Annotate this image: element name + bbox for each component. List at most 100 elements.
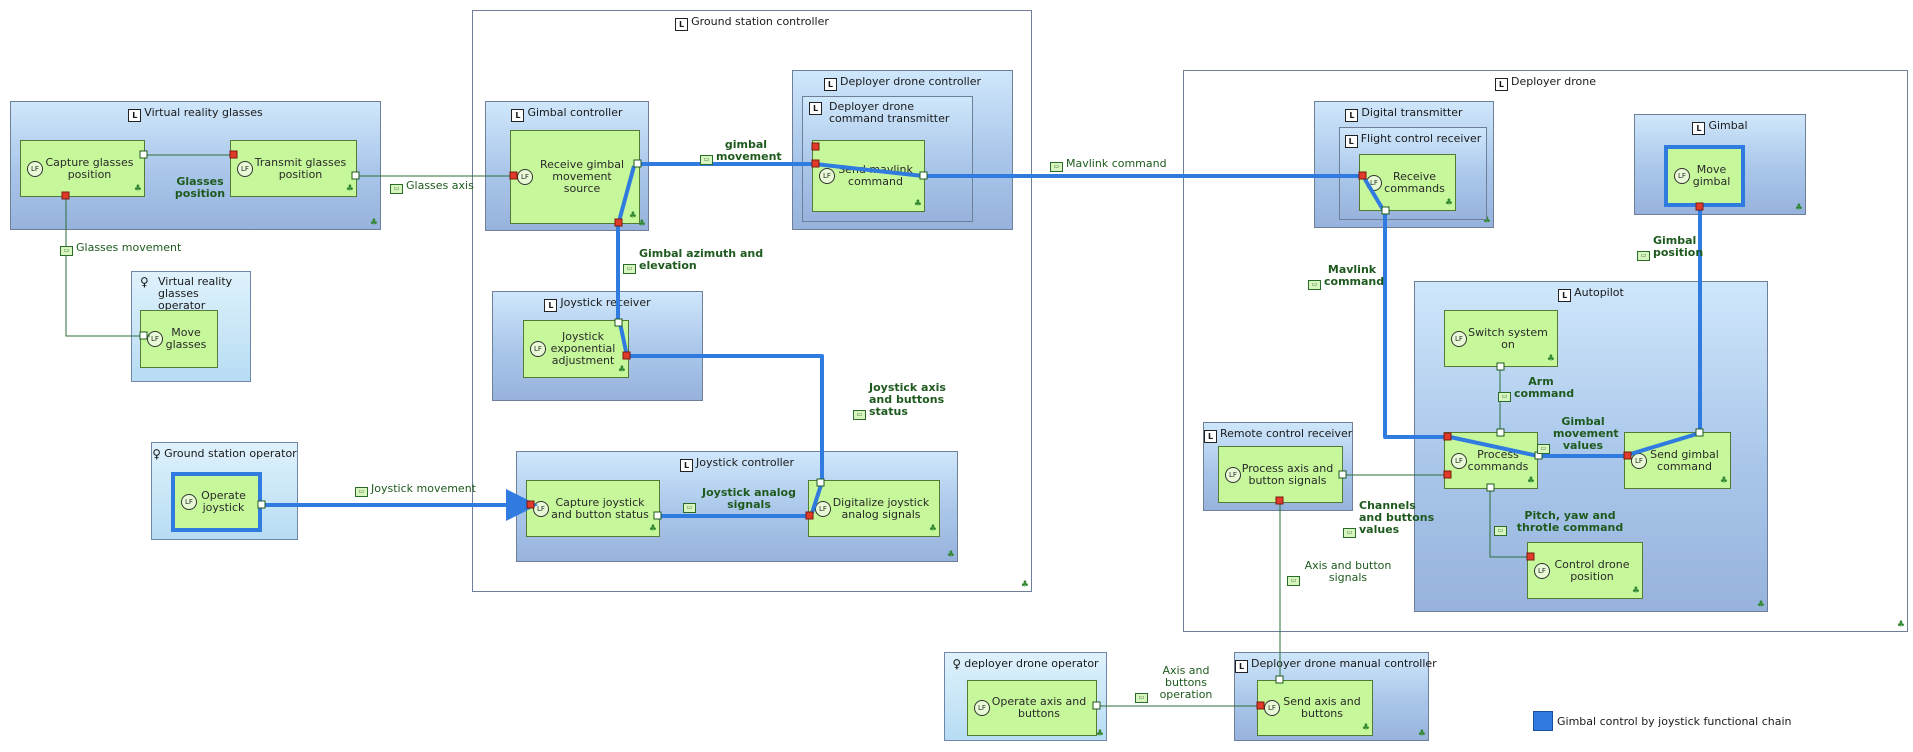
function-corner-icon: ♣ <box>913 199 922 209</box>
digitalize-joystick-signals-function[interactable]: LF Digitalize joystick analog signals ♣ <box>808 480 940 537</box>
gimbal-title: Gimbal <box>1708 119 1748 132</box>
function-corner-icon: ♣ <box>1631 586 1640 596</box>
component-icon: L <box>1494 78 1508 91</box>
functional-chain-icon <box>1533 711 1553 731</box>
logical-function-icon: LF <box>1674 168 1690 184</box>
logical-function-icon: LF <box>181 494 197 510</box>
receive-gimbal-movement-function[interactable]: LF Receive gimbal movement source ♣ <box>510 130 640 224</box>
functional-exchange-icon: ▭ <box>60 246 73 256</box>
component-icon: L <box>1344 135 1358 148</box>
process-axis-signals-function[interactable]: LF Process axis and button signals <box>1218 446 1343 503</box>
move-gimbal-function[interactable]: LF Move gimbal <box>1664 145 1745 207</box>
channels-label[interactable]: ▭Channels and buttons values <box>1343 500 1439 538</box>
logical-function-icon: LF <box>974 700 990 716</box>
joystick-movement-label[interactable]: ▭Joystick movement <box>355 483 476 497</box>
actor-icon: ♀ <box>140 275 149 289</box>
component-icon: L <box>675 18 689 31</box>
move-glasses-function[interactable]: LF Move glasses <box>140 310 218 368</box>
remote-control-receiver-title: Remote control receiver <box>1220 427 1353 440</box>
mavlink-command2-label[interactable]: ▭Mavlink command <box>1308 264 1384 290</box>
gimbal-azimuth-label[interactable]: ▭Gimbal azimuth and elevation <box>623 248 769 274</box>
mavlink-command2-chain <box>1383 213 1539 458</box>
joystick-analog-label[interactable]: ▭Joystick analog signals <box>683 487 799 513</box>
mavlink-command-chain <box>923 174 1387 215</box>
deployer-drone-title: Deployer drone <box>1510 75 1597 88</box>
functional-exchange-icon: ▭ <box>390 184 403 194</box>
glasses-axis-label[interactable]: ▭Glasses axis <box>390 180 474 194</box>
gimbal-position-label[interactable]: ▭Gimbal position <box>1637 235 1703 261</box>
capture-joystick-status-function[interactable]: LF Capture joystick and button status ♣ <box>526 480 660 537</box>
logical-function-icon: LF <box>27 160 43 177</box>
diagram-corner-icon: ♣ <box>1896 620 1905 630</box>
gimbal-controller-title: Gimbal controller <box>527 106 623 119</box>
transmit-glasses-position-function[interactable]: LF Transmit glasses position ♣ <box>230 140 357 197</box>
glasses-position-label[interactable]: ▭Glasses position <box>174 175 226 200</box>
joystick-controller-title: Joystick controller <box>696 456 794 469</box>
vr-glasses-operator-title: Virtual reality glasses operator <box>158 275 233 312</box>
function-corner-icon: ♣ <box>648 524 657 534</box>
functional-chain-legend-label: Gimbal control by joystick functional ch… <box>1557 714 1792 728</box>
component-icon: L <box>1204 430 1217 443</box>
logical-function-icon: LF <box>237 160 253 177</box>
pitch-command-wire <box>1489 489 1527 558</box>
functional-exchange-icon: ▭ <box>1637 251 1650 261</box>
deployer-command-transmitter-title: Deployer drone command transmitter <box>829 100 950 125</box>
component-icon: L <box>511 109 525 122</box>
function-corner-icon: ♣ <box>1546 354 1555 364</box>
axis-signals-label[interactable]: ▭Axis and button signals <box>1287 560 1393 586</box>
function-corner-icon: ♣ <box>345 184 354 194</box>
operate-axis-buttons-function[interactable]: LF Operate axis and buttons <box>967 680 1097 736</box>
deployer-drone-operator-title: deployer drone operator <box>964 657 1099 670</box>
functional-exchange-icon: ▭ <box>1498 392 1511 402</box>
logical-function-icon: LF <box>1631 452 1647 469</box>
function-corner-icon: ♣ <box>1526 476 1535 486</box>
functional-exchange-icon: ▭ <box>1287 576 1300 586</box>
vr-glasses-title: Virtual reality glasses <box>144 106 263 119</box>
receive-commands-function[interactable]: LF Receive commands ♣ <box>1359 154 1456 211</box>
joystick-receiver-title: Joystick receiver <box>560 296 651 309</box>
logical-function-icon: LF <box>819 168 835 184</box>
actor-icon: ♀ <box>152 447 162 461</box>
functional-exchange-icon: ▭ <box>700 155 713 165</box>
gimbal-movement-values-label[interactable]: ▭Gimbal movement values <box>1537 416 1619 454</box>
capture-glasses-position-function[interactable]: LF Capture glasses position ♣ <box>20 140 145 197</box>
axis-operation-label[interactable]: ▭Axis and buttons operation <box>1135 665 1221 703</box>
gimbal-movement-label[interactable]: ▭gimbal movement <box>700 139 782 165</box>
function-corner-icon: ♣ <box>928 524 937 534</box>
component-corner-icon: ♣ <box>1482 216 1491 226</box>
control-drone-position-function[interactable]: LF Control drone position ♣ <box>1527 542 1643 599</box>
functional-exchange-icon: ▭ <box>1135 693 1148 703</box>
component-icon: L <box>1558 289 1572 302</box>
functional-exchange-icon: ▭ <box>623 264 636 274</box>
joystick-exponential-adjustment-function[interactable]: LF Joystick exponential adjustment ♣ <box>523 320 629 378</box>
logical-function-icon: LF <box>1534 562 1550 579</box>
component-icon: L <box>1692 122 1706 135</box>
functional-exchange-icon: ▭ <box>853 410 866 420</box>
send-gimbal-command-function[interactable]: LF Send gimbal command ♣ <box>1624 432 1731 489</box>
component-icon: L <box>544 299 558 312</box>
functional-exchange-icon: ▭ <box>1494 526 1507 536</box>
actor-corner-icon: ♣ <box>1095 729 1104 739</box>
component-icon: L <box>809 102 822 115</box>
function-corner-icon: ♣ <box>1361 723 1370 733</box>
ground-station-controller-title: Ground station controller <box>691 15 829 28</box>
diagram-corner-icon: ♣ <box>1020 580 1029 590</box>
functional-chain-legend[interactable]: Gimbal control by joystick functional ch… <box>1533 710 1792 732</box>
component-icon: L <box>1345 109 1359 122</box>
glasses-movement-label[interactable]: ▭Glasses movement <box>60 242 181 256</box>
exp-to-receive-chain <box>616 165 636 226</box>
pitch-command-label[interactable]: ▭Pitch, yaw and throtle command <box>1494 510 1630 536</box>
component-icon: L <box>680 459 693 472</box>
functional-exchange-icon: ▭ <box>1343 528 1356 538</box>
functional-exchange-icon: ▭ <box>355 487 368 497</box>
mavlink-command-label[interactable]: ▭Mavlink command <box>1050 158 1167 172</box>
glasses-movement-wire <box>65 196 150 337</box>
logical-function-icon: LF <box>1451 330 1467 347</box>
digital-transmitter-title: Digital transmitter <box>1361 106 1463 119</box>
send-axis-buttons-function[interactable]: LF Send axis and buttons ♣ <box>1257 680 1373 736</box>
logical-function-icon: LF <box>1451 452 1467 469</box>
autopilot-title: Autopilot <box>1574 286 1624 299</box>
arm-command-label[interactable]: ▭Arm command <box>1498 376 1574 402</box>
joystick-axis-label[interactable]: ▭Joystick axis and buttons status <box>853 382 969 420</box>
